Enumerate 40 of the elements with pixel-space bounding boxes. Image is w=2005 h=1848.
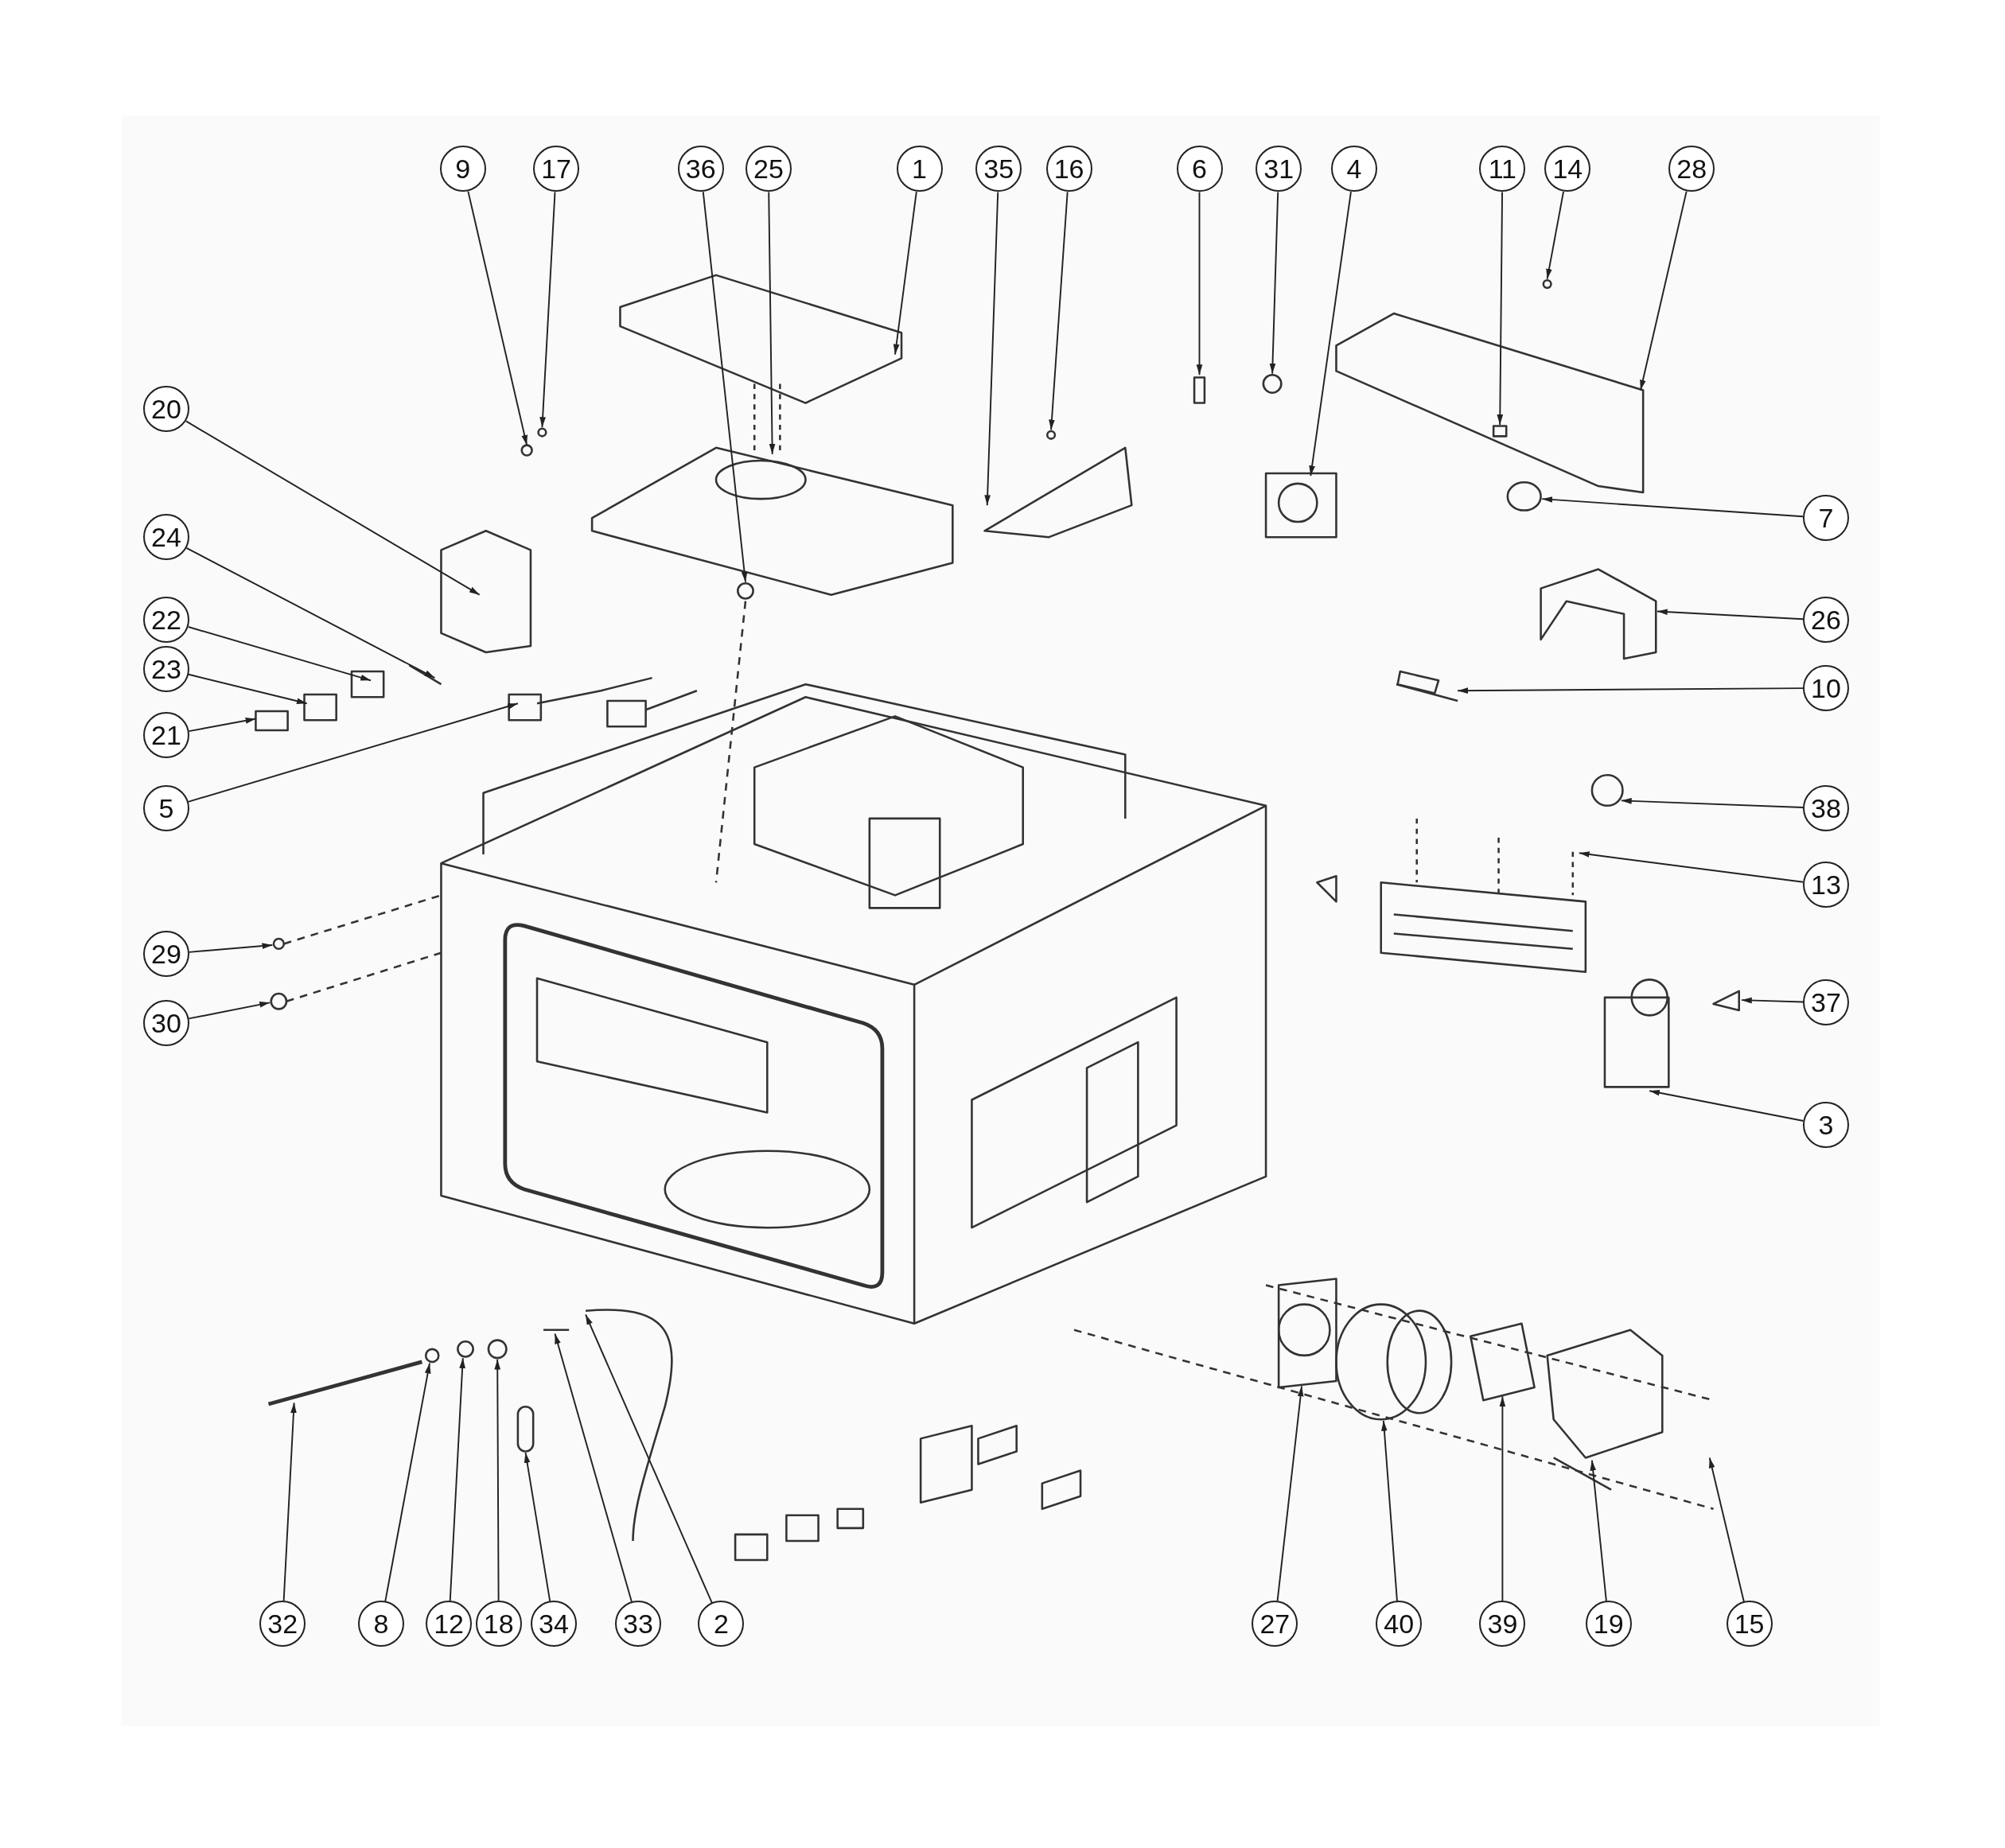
leader-line (984, 191, 999, 507)
leader-line (384, 1362, 431, 1602)
leader-line (1499, 1395, 1506, 1602)
leader-line (585, 1313, 713, 1604)
leader-line (1620, 798, 1804, 808)
leader-line (554, 1333, 633, 1603)
leader-line (1656, 609, 1804, 621)
leader-line (494, 1358, 501, 1602)
leader-line (449, 1357, 465, 1602)
leader-line (1590, 1459, 1607, 1602)
leader-line (187, 702, 519, 803)
leader-line (1740, 997, 1804, 1004)
leader-line (282, 1402, 297, 1602)
leader-line (1269, 191, 1279, 375)
leader-line (1381, 1419, 1398, 1602)
leader-line (188, 943, 274, 953)
leader-line (1578, 851, 1804, 883)
leader-line (1649, 1089, 1804, 1122)
leader-line (702, 191, 748, 583)
leader-line (1196, 191, 1203, 376)
leader-line (768, 191, 776, 455)
leader-line (893, 191, 917, 356)
leader-line (1309, 191, 1352, 477)
leader-line (1708, 1457, 1745, 1603)
leader-line (524, 1452, 551, 1602)
leader-line (185, 547, 436, 679)
leader-line (185, 420, 481, 596)
leader-line (188, 673, 308, 705)
leader-line (1049, 191, 1069, 431)
leader-line (187, 626, 372, 682)
leader-line (188, 718, 257, 733)
leader-line (539, 191, 556, 429)
leader-line (1640, 190, 1688, 391)
leader-line (1457, 687, 1804, 694)
leader-line (1497, 191, 1504, 426)
leader-line (1541, 496, 1804, 518)
leader-line (1276, 1385, 1304, 1602)
leader-line (467, 190, 528, 446)
leader-line (1546, 190, 1564, 280)
leader-line (188, 1002, 271, 1020)
